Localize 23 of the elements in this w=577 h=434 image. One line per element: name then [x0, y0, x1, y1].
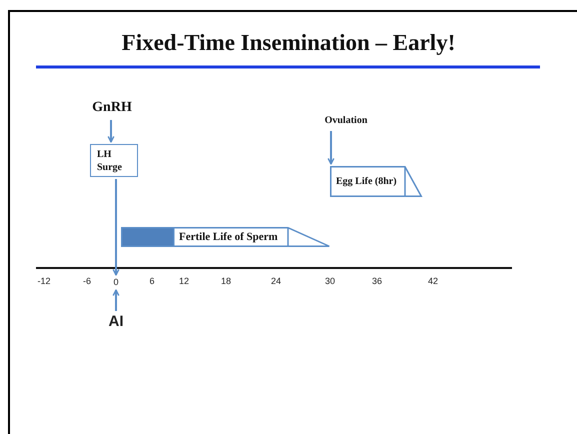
- tick-label: -6: [82, 276, 92, 286]
- arrow: [108, 120, 114, 143]
- egg-life-bar: [330, 166, 422, 197]
- arrow: [112, 179, 120, 276]
- tick-label: 36: [370, 276, 383, 286]
- slide-title: Fixed-Time Insemination – Early!: [120, 30, 456, 56]
- insemination-label: AI: [104, 313, 128, 331]
- event-box: LH Surge: [90, 144, 138, 177]
- bar-label: Egg Life (8hr): [336, 175, 397, 189]
- tick-label: 12: [178, 276, 190, 286]
- sperm-life-bar: [121, 227, 330, 247]
- tick-label: 18: [220, 276, 232, 286]
- event-label: Ovulation: [320, 115, 372, 129]
- arrow: [328, 131, 334, 165]
- tick-label: -12: [36, 276, 52, 286]
- bar-label: Fertile Life of Sperm: [179, 230, 278, 245]
- tick-label: 30: [324, 276, 336, 286]
- tick-label: 42: [426, 276, 439, 286]
- tick-label: 0: [110, 277, 122, 288]
- tick-label: 24: [270, 276, 282, 286]
- tick-label: 6: [148, 276, 156, 286]
- arrow: [112, 289, 120, 311]
- hormone-label: GnRH: [92, 100, 132, 118]
